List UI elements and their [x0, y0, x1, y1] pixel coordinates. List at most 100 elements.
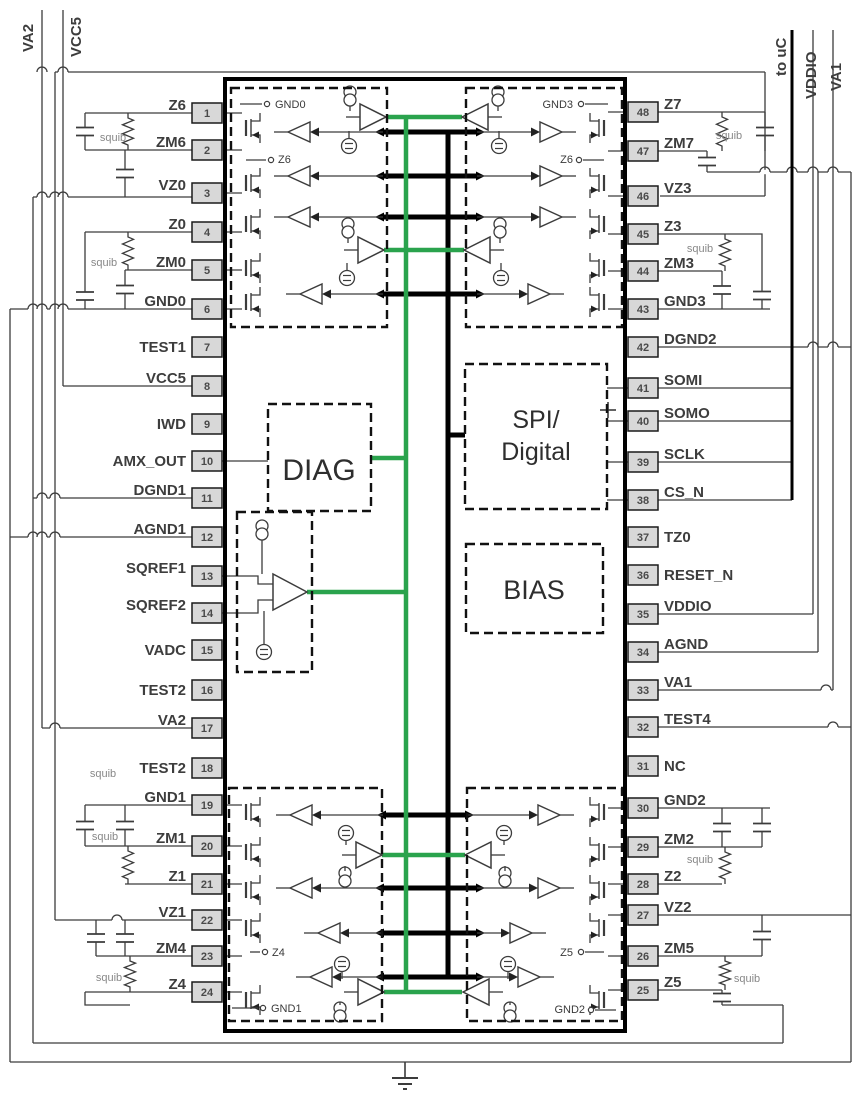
- pin-box: [627, 140, 659, 162]
- pin-box: [627, 336, 659, 358]
- pin-number: 7: [204, 342, 210, 354]
- hop-gap: [112, 917, 122, 923]
- pin-label: ZM2: [664, 831, 694, 848]
- pin-box: [191, 602, 223, 624]
- wire: [589, 168, 599, 177]
- driver-icon: [344, 977, 386, 1007]
- wire: [717, 234, 733, 271]
- pin-box: [191, 679, 223, 701]
- pin-box: [191, 757, 223, 779]
- pin-box: [191, 413, 223, 435]
- pin-box: [627, 185, 659, 207]
- pin-label: Z2: [664, 868, 682, 885]
- voltage-source-icon: [492, 269, 510, 287]
- capacitor-icon: [87, 920, 105, 956]
- pin-box: [191, 526, 223, 548]
- buffer-icon: [509, 965, 554, 989]
- resistor-squib-icon: [717, 847, 733, 884]
- pin-number: 34: [637, 647, 650, 659]
- pin-left-4: 4Z0: [168, 216, 223, 243]
- pin-label: TZ0: [664, 529, 691, 546]
- capacitor-icon: [116, 805, 134, 846]
- wire: [120, 113, 136, 150]
- pin-number: 46: [637, 191, 649, 203]
- pin-number: 16: [201, 685, 213, 697]
- pin-label: ZM1: [156, 830, 186, 847]
- pin-box: [191, 450, 223, 472]
- spi-digital-block: SPI/Digital: [463, 362, 628, 511]
- wire: [222, 575, 273, 585]
- voltage-source-icon: [337, 824, 355, 842]
- pin-box: [627, 979, 659, 1001]
- pin-box: [627, 410, 659, 432]
- label: Z5: [560, 947, 573, 959]
- pin-label: ZM3: [664, 255, 694, 272]
- pin-label: VA2: [158, 712, 186, 729]
- pin-label: SCLK: [664, 446, 705, 463]
- squib-network-6: [658, 233, 771, 310]
- squib-network-7: [658, 807, 771, 885]
- mosfet-icon: [244, 113, 261, 143]
- mosfet-icon: [244, 875, 261, 905]
- current-source-icon: [338, 866, 352, 888]
- pin-label: VADC: [145, 642, 187, 659]
- pin-label: ZM5: [664, 940, 694, 957]
- pin-box: [627, 260, 659, 282]
- pin-number: 9: [204, 419, 210, 431]
- pin-label: DGND2: [664, 331, 717, 348]
- pin-label: GND2: [664, 792, 706, 809]
- bottom-ground-wiring: [10, 1042, 851, 1090]
- wire: [589, 985, 599, 994]
- wire: [717, 847, 733, 884]
- pin-label: ZM7: [664, 135, 694, 152]
- pin-box: [627, 716, 659, 738]
- green-bus: [307, 114, 465, 995]
- pin-label: VDDIO: [664, 598, 712, 615]
- voltage-source-icon: [338, 269, 356, 287]
- pins-left: 1Z62ZM63VZ04Z05ZM06GND07TEST18VCC59IWD10…: [113, 97, 223, 1003]
- pin-label: SQREF1: [126, 560, 186, 577]
- voltage-source-icon: [499, 955, 517, 973]
- pin-box: [191, 221, 223, 243]
- wire: [84, 992, 130, 1006]
- quadrant-box: [465, 786, 624, 1023]
- pin-label: SOMO: [664, 405, 710, 422]
- pin-box: [191, 945, 223, 967]
- current-source-icon: [498, 866, 512, 888]
- label: DIAG: [282, 454, 355, 487]
- pin-number: 42: [637, 342, 649, 354]
- terminal-icon: [261, 948, 269, 956]
- label: Digital: [501, 438, 570, 466]
- capacitor-icon: [116, 270, 134, 309]
- current-source-icon: [341, 217, 355, 239]
- pin-number: 37: [637, 532, 649, 544]
- driver-icon: [344, 235, 386, 265]
- pin-box: [191, 873, 223, 895]
- buffer-icon: [276, 803, 321, 827]
- pin-label: Z6: [168, 97, 186, 114]
- pin-number: 43: [637, 304, 649, 316]
- pin-number: 1: [204, 108, 210, 120]
- pin-number: 8: [204, 381, 210, 393]
- pin-number: 15: [201, 645, 213, 657]
- capacitor-icon: [756, 112, 774, 151]
- hop-icon: [827, 721, 839, 728]
- pin-number: 19: [201, 800, 213, 812]
- wire: [589, 913, 599, 922]
- driver-icon: [460, 102, 502, 132]
- pin-number: 17: [201, 723, 213, 735]
- squib-label: squib: [100, 132, 126, 144]
- wire: [251, 253, 261, 262]
- capacitor-icon: [76, 283, 94, 309]
- buffer-icon: [531, 205, 576, 229]
- pin-number: 12: [201, 532, 213, 544]
